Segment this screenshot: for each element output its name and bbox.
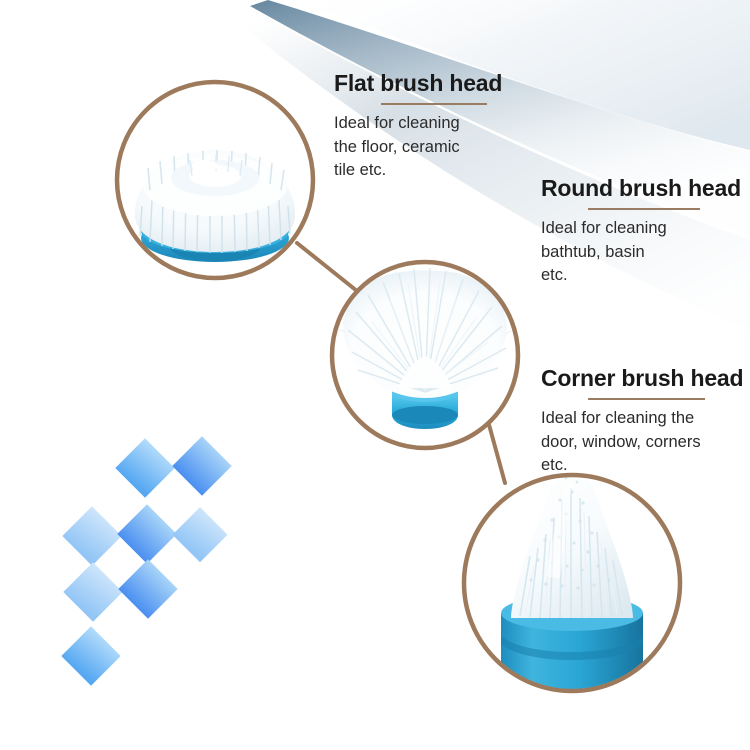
diamond: [63, 562, 123, 622]
diamond: [172, 436, 232, 496]
callout-divider-corner: [587, 398, 705, 401]
round-brush-ring: [329, 259, 521, 451]
callout-divider-round: [587, 208, 700, 211]
callout-round-brush: Round brush head Ideal for cleaning bath…: [541, 175, 746, 288]
callout-body-round: Ideal for cleaning bathtub, basin etc.: [541, 219, 667, 285]
diamond-group: [61, 436, 232, 686]
callout-title-round: Round brush head: [541, 175, 741, 201]
flat-brush-ring: [114, 79, 316, 281]
connector-flat-to-round: [295, 241, 359, 293]
round-brush-photo: [334, 264, 516, 446]
callout-flat-brush: Flat brush head Ideal for cleaning the f…: [334, 70, 534, 183]
callout-title-corner: Corner brush head: [541, 365, 744, 391]
corner-brush-photo: [466, 477, 678, 689]
corner-brush-ring: [461, 472, 683, 694]
callout-title-flat: Flat brush head: [334, 70, 503, 96]
flat-brush-photo: [119, 84, 311, 276]
callout-corner-brush: Corner brush head Ideal for cleaning the…: [541, 365, 750, 478]
diamond: [61, 626, 121, 686]
callout-divider-flat: [381, 103, 487, 106]
callout-body-corner: Ideal for cleaning the door, window, cor…: [541, 409, 701, 475]
callout-body-flat: Ideal for cleaning the floor, ceramic ti…: [334, 114, 460, 180]
diamond: [115, 438, 175, 498]
diamond: [118, 559, 178, 619]
connector-round-to-corner: [486, 419, 507, 485]
diamond: [172, 507, 228, 563]
diamond: [62, 506, 122, 566]
diamond: [117, 504, 177, 564]
